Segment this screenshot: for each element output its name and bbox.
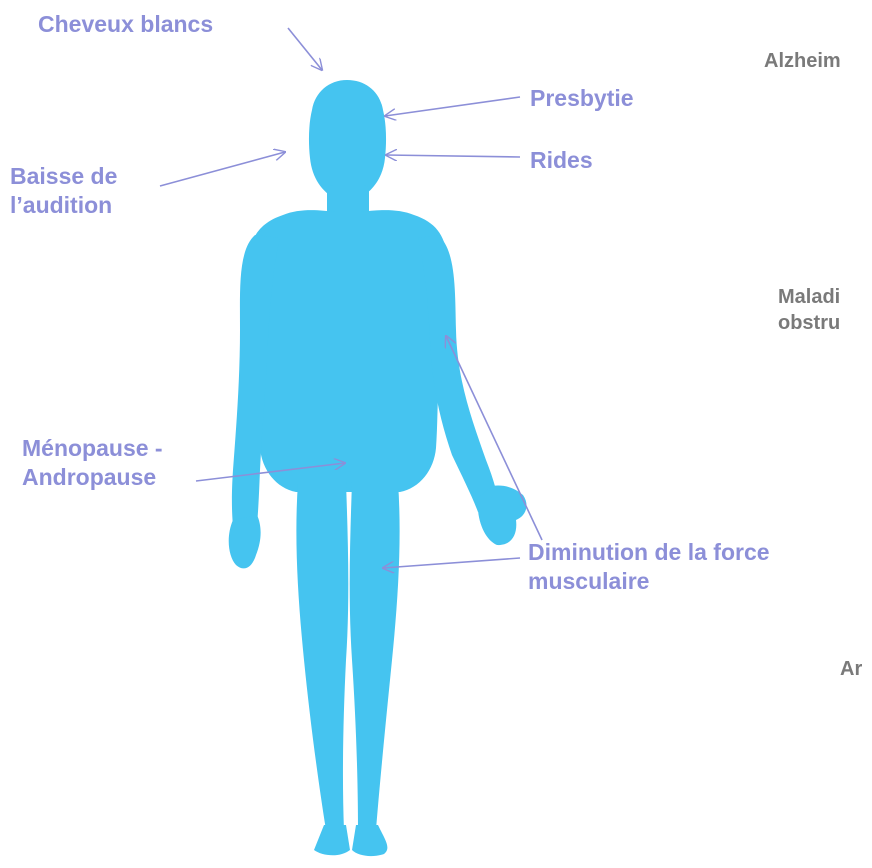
head-shape [309,80,386,199]
arrow-rides [386,155,520,157]
label-menopause-line2: Andropause [22,463,163,492]
label-cheveux-blancs-text: Cheveux blancs [38,10,213,39]
label-maladie-line2: obstru [778,310,840,336]
left-leg-shape [296,482,348,830]
label-baisse-audition: Baisse de l’audition [10,162,117,220]
left-foot-shape [314,825,350,855]
label-ar-text: Ar [840,656,862,682]
arrow-force-leg [383,558,520,568]
label-alzheimer-text: Alzheim [764,48,841,74]
label-force-line1: Diminution de la force [528,538,770,567]
label-baisse-audition-line1: Baisse de [10,162,117,191]
right-hand-shape [478,485,527,545]
label-presbytie-text: Presbytie [530,84,634,113]
label-maladie-line1: Maladi [778,284,840,310]
left-hand-shape [229,515,261,568]
human-silhouette-icon [229,80,527,856]
label-force-musculaire: Diminution de la force musculaire [528,538,770,596]
label-alzheimer: Alzheim [764,48,841,74]
torso-shape [248,210,448,492]
label-rides: Rides [530,146,593,175]
label-baisse-audition-line2: l’audition [10,191,117,220]
label-maladie: Maladi obstru [778,284,840,336]
label-cheveux-blancs: Cheveux blancs [38,10,213,39]
label-ar: Ar [840,656,862,682]
arrow-presbytie [385,97,520,116]
label-menopause: Ménopause - Andropause [22,434,163,492]
label-presbytie: Presbytie [530,84,634,113]
right-leg-shape [350,482,400,830]
right-foot-shape [352,825,387,856]
arrow-cheveux-blancs [288,28,322,70]
label-menopause-line1: Ménopause - [22,434,163,463]
label-force-line2: musculaire [528,567,770,596]
label-rides-text: Rides [530,146,593,175]
arrow-baisse-audition [160,152,285,186]
